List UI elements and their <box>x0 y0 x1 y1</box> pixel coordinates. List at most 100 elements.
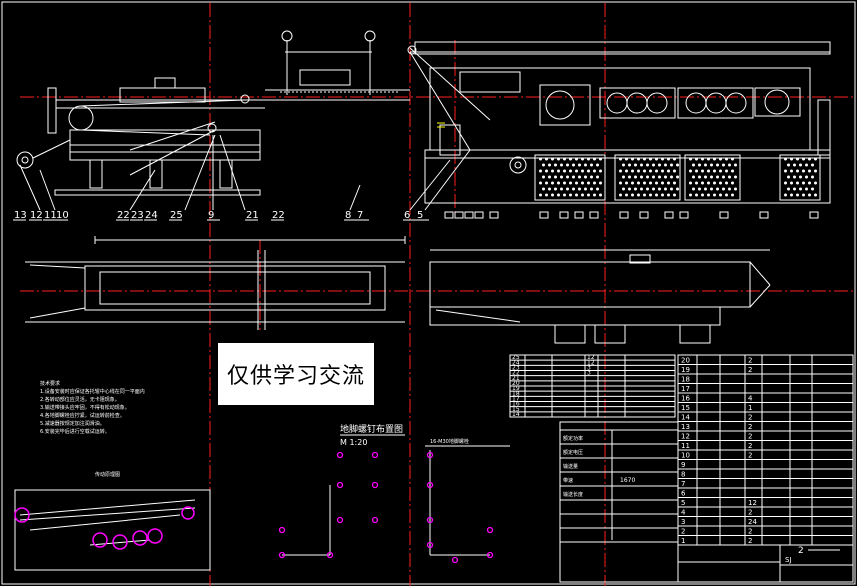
hatch-dot <box>701 157 704 161</box>
parts-right-no: 18 <box>681 376 690 384</box>
hatch-dot <box>728 187 731 191</box>
hatch-dot <box>698 163 701 167</box>
hatch-dot <box>713 169 716 173</box>
callout-number: 11 <box>44 210 57 221</box>
hatch-dot <box>725 181 728 185</box>
parts-right-no: 1 <box>681 537 685 545</box>
hatch-dot <box>634 175 637 179</box>
hatch-dot <box>637 157 640 161</box>
hatch-dot <box>542 175 545 179</box>
parts-left-no: 25 <box>512 354 520 361</box>
hatch-dot <box>548 187 551 191</box>
hatch-dot <box>784 169 787 173</box>
hatch-dot <box>793 187 796 191</box>
hatch-dot <box>584 163 587 167</box>
hatch-dot <box>578 187 581 191</box>
hatch-dot <box>814 157 817 161</box>
technical-notes: 技术要求 1.设备安装时应保证各托辊中心线在同一平面内 2.各转动部位应灵活，无… <box>40 380 145 435</box>
hatch-dot <box>716 163 719 167</box>
hatch-dot <box>554 163 557 167</box>
hatch-dot <box>652 163 655 167</box>
svg-text:4.各地脚螺栓应拧紧，试运转前检查。: 4.各地脚螺栓应拧紧，试运转前检查。 <box>40 412 125 419</box>
foundation-hatch <box>534 154 821 201</box>
hatch-dot <box>814 181 817 185</box>
hatch-dot <box>593 181 596 185</box>
parts-right-qty: 24 <box>748 518 757 526</box>
parts-left-no: 17 <box>512 396 520 403</box>
bolt-hole <box>278 551 286 559</box>
hatch-dot <box>695 169 698 173</box>
hatch-dot <box>731 169 734 173</box>
hatch-dot <box>716 175 719 179</box>
parts-right-no: 17 <box>681 385 690 393</box>
hatch-dot <box>643 193 646 197</box>
hatch-dot <box>625 169 628 173</box>
hatch-dot <box>646 163 649 167</box>
hatch-dot <box>670 187 673 191</box>
parts-right-no: 5 <box>681 499 685 507</box>
hatch-dot <box>578 175 581 179</box>
callout-number: 6 <box>404 210 410 221</box>
hatch-dot <box>625 181 628 185</box>
hatch-dot <box>695 157 698 161</box>
hatch-dot <box>563 169 566 173</box>
hatch-dots <box>539 157 817 197</box>
hatch-dot <box>545 169 548 173</box>
callout-number: 7 <box>357 210 363 221</box>
hatch-dot <box>560 187 563 191</box>
hatch-dot <box>625 157 628 161</box>
svg-text:2.各转动部位应灵活，无卡阻现象。: 2.各转动部位应灵活，无卡阻现象。 <box>40 396 120 403</box>
parts-right-no: 19 <box>681 366 690 374</box>
hatch-dot <box>634 187 637 191</box>
hatch-dot <box>722 175 725 179</box>
hatch-dot <box>551 181 554 185</box>
hatch-dot <box>713 181 716 185</box>
callout-box <box>719 211 729 219</box>
hatch-dot <box>596 187 599 191</box>
parts-right-no: 10 <box>681 452 690 460</box>
hatch-dot <box>631 193 634 197</box>
hatch-dot <box>689 169 692 173</box>
parts-right-qty: 4 <box>748 395 753 403</box>
hatch-dot <box>670 163 673 167</box>
hatch-dot <box>640 175 643 179</box>
callout-box <box>619 211 629 219</box>
hatch-dot <box>676 175 679 179</box>
callout-box <box>664 211 674 219</box>
hatch-dot <box>811 187 814 191</box>
hatch-dot <box>713 193 716 197</box>
hatch-dot <box>649 193 652 197</box>
hatch-dot <box>560 163 563 167</box>
hatch-dot <box>649 181 652 185</box>
hatch-dot <box>637 193 640 197</box>
hatch-dot <box>710 175 713 179</box>
hatch-dot <box>698 187 701 191</box>
callout-number: 13 <box>14 210 27 221</box>
bolt-layout: 地脚螺钉布置图 M 1:20 16-M30地脚螺栓 <box>282 423 510 556</box>
parts-right-no: 9 <box>681 461 685 469</box>
callout-box <box>474 211 484 219</box>
hatch-dot <box>593 193 596 197</box>
callout-box <box>809 211 819 219</box>
hatch-dot <box>814 193 817 197</box>
bolt-points <box>278 451 494 564</box>
hatch-dot <box>628 187 631 191</box>
parts-right-no: 3 <box>681 518 685 526</box>
bolt-hole <box>278 526 286 534</box>
bolt-hole <box>426 481 434 489</box>
hatch-dot <box>637 181 640 185</box>
callout-number: 8 <box>345 210 351 221</box>
hatch-dot <box>587 181 590 185</box>
hatch-dot <box>805 175 808 179</box>
hatch-dot <box>622 175 625 179</box>
hatch-dot <box>689 157 692 161</box>
hatch-dot <box>619 169 622 173</box>
svg-text:6.安装完毕后进行空载试运转。: 6.安装完毕后进行空载试运转。 <box>40 428 110 435</box>
hatch-dot <box>698 175 701 179</box>
parts-right-qty: 2 <box>748 366 752 374</box>
bolt-hole <box>336 481 344 489</box>
hatch-dot <box>596 163 599 167</box>
hatch-dot <box>661 193 664 197</box>
hatch-dot <box>622 163 625 167</box>
